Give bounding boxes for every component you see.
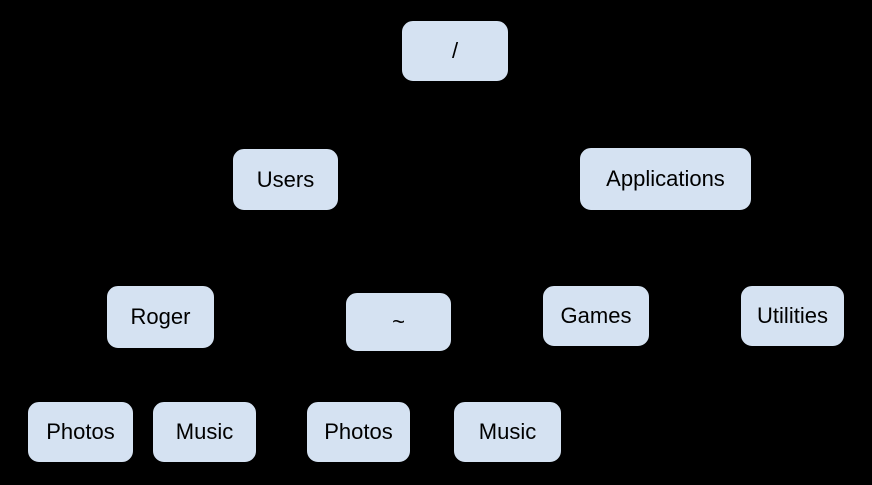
tree-node-games: Games [542, 285, 650, 347]
tree-node-home-music: Music [453, 401, 562, 463]
tree-node-home-photos: Photos [306, 401, 411, 463]
tree-node-label: Users [256, 166, 315, 192]
tree-node-home-tilde: ~ [345, 292, 452, 352]
tree-node-label: Games [560, 303, 632, 328]
tree-node-applications: Applications [579, 147, 752, 211]
tree-node-label: Photos [46, 419, 115, 444]
tree-node-label: Music [175, 419, 234, 444]
tree-node-label: Music [478, 419, 537, 444]
tree-node-label: ~ [392, 309, 405, 334]
tree-node-users: Users [232, 148, 339, 211]
tree-node-roger-photos: Photos [27, 401, 134, 463]
tree-node-label: Roger [130, 304, 191, 329]
tree-node-label: Utilities [757, 303, 828, 328]
tree-node-roger: Roger [106, 285, 215, 349]
tree-node-label: Applications [606, 166, 725, 191]
tree-node-utilities: Utilities [740, 285, 845, 347]
tree-node-roger-music: Music [152, 401, 257, 463]
tree-node-label: / [451, 38, 459, 63]
tree-node-root: / [401, 20, 509, 82]
tree-node-label: Photos [324, 419, 393, 444]
